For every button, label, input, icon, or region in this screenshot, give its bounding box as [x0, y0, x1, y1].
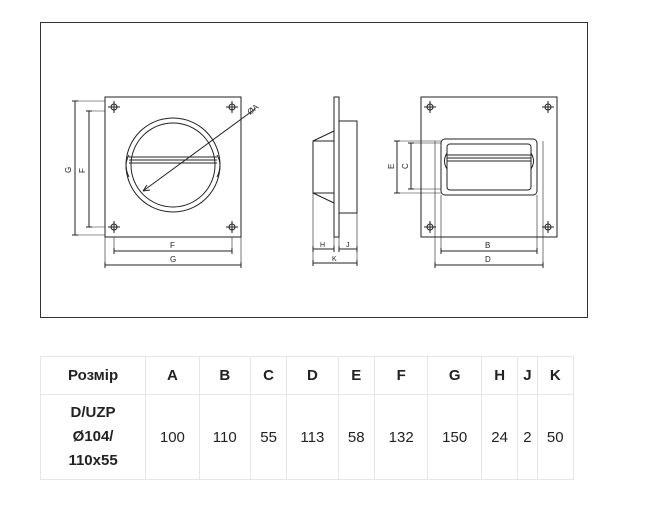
header-k: K: [536, 356, 575, 395]
header-c: C: [249, 356, 288, 395]
rear-view: [394, 96, 558, 268]
rear-screw-holes: [424, 101, 554, 233]
header-a: A: [145, 356, 200, 395]
drawing-svg: ØA G F F G H J K E C B D: [64, 96, 558, 268]
dim-label-g-vertical: G: [64, 167, 73, 173]
size-label-line-3: 110x55: [68, 452, 118, 469]
rear-vertical-dims: [394, 140, 441, 194]
side-flange: [333, 96, 340, 238]
front-horizontal-dims: [104, 237, 242, 268]
value-g: 150: [427, 394, 482, 480]
table-header-row: Розмір A B C D E F G H J K: [39, 356, 575, 395]
value-c: 55: [249, 394, 288, 480]
value-d: 113: [286, 394, 339, 480]
header-b: B: [198, 356, 251, 395]
header-j: J: [517, 356, 538, 395]
value-h: 24: [480, 394, 519, 480]
value-b: 110: [198, 394, 251, 480]
dim-label-f-vertical: F: [78, 168, 87, 173]
front-vertical-dims: [72, 100, 105, 236]
value-k: 50: [536, 394, 575, 480]
side-spigot-front: [338, 120, 358, 214]
front-spigot-outer: [125, 117, 221, 213]
value-e: 58: [337, 394, 375, 480]
front-flange-plate: [104, 96, 242, 238]
value-a: 100: [145, 394, 200, 480]
size-label-line-2: Ø104/: [72, 428, 114, 445]
rear-spigot-inner: [446, 143, 532, 191]
value-f: 132: [373, 394, 429, 480]
header-g: G: [427, 356, 482, 395]
value-j: 2: [517, 394, 538, 480]
rear-horizontal-dims: [434, 141, 544, 268]
side-view: [312, 96, 358, 266]
rear-damper-blade: [444, 152, 534, 170]
size-label-cell: D/UZP Ø104/ 110x55: [39, 394, 147, 480]
technical-drawing: ØA G F F G H J K E C B D: [40, 22, 588, 318]
header-e: E: [337, 356, 375, 395]
dim-label-b: B: [485, 241, 490, 250]
dim-label-f-horizontal: F: [170, 241, 175, 250]
dim-label-d: D: [485, 255, 491, 264]
header-size: Розмір: [39, 356, 147, 395]
table-row: D/UZP Ø104/ 110x55 100 110 55 113 58 132…: [39, 394, 575, 480]
dimensions-table: Розмір A B C D E F G H J K D/UZP Ø104/ 1…: [39, 356, 575, 480]
header-f: F: [373, 356, 429, 395]
diameter-line: [142, 108, 256, 192]
dim-label-j: J: [346, 242, 350, 249]
front-spigot-inner: [130, 122, 216, 208]
front-view: [72, 96, 256, 268]
rear-flange-plate: [420, 96, 558, 238]
dim-label-e: E: [387, 164, 396, 169]
dim-label-c: C: [401, 163, 410, 169]
side-dims: [312, 193, 358, 266]
header-h: H: [480, 356, 519, 395]
dim-label-g-horizontal: G: [170, 255, 176, 264]
header-d: D: [286, 356, 339, 395]
dim-label-h: H: [320, 242, 325, 249]
front-damper-blade: [125, 154, 221, 178]
rear-spigot-outer: [440, 138, 538, 196]
dim-label-k: K: [332, 256, 337, 263]
side-spigot-rear: [312, 140, 335, 194]
front-screw-holes: [108, 101, 238, 233]
size-label-line-1: D/UZP: [70, 404, 116, 421]
